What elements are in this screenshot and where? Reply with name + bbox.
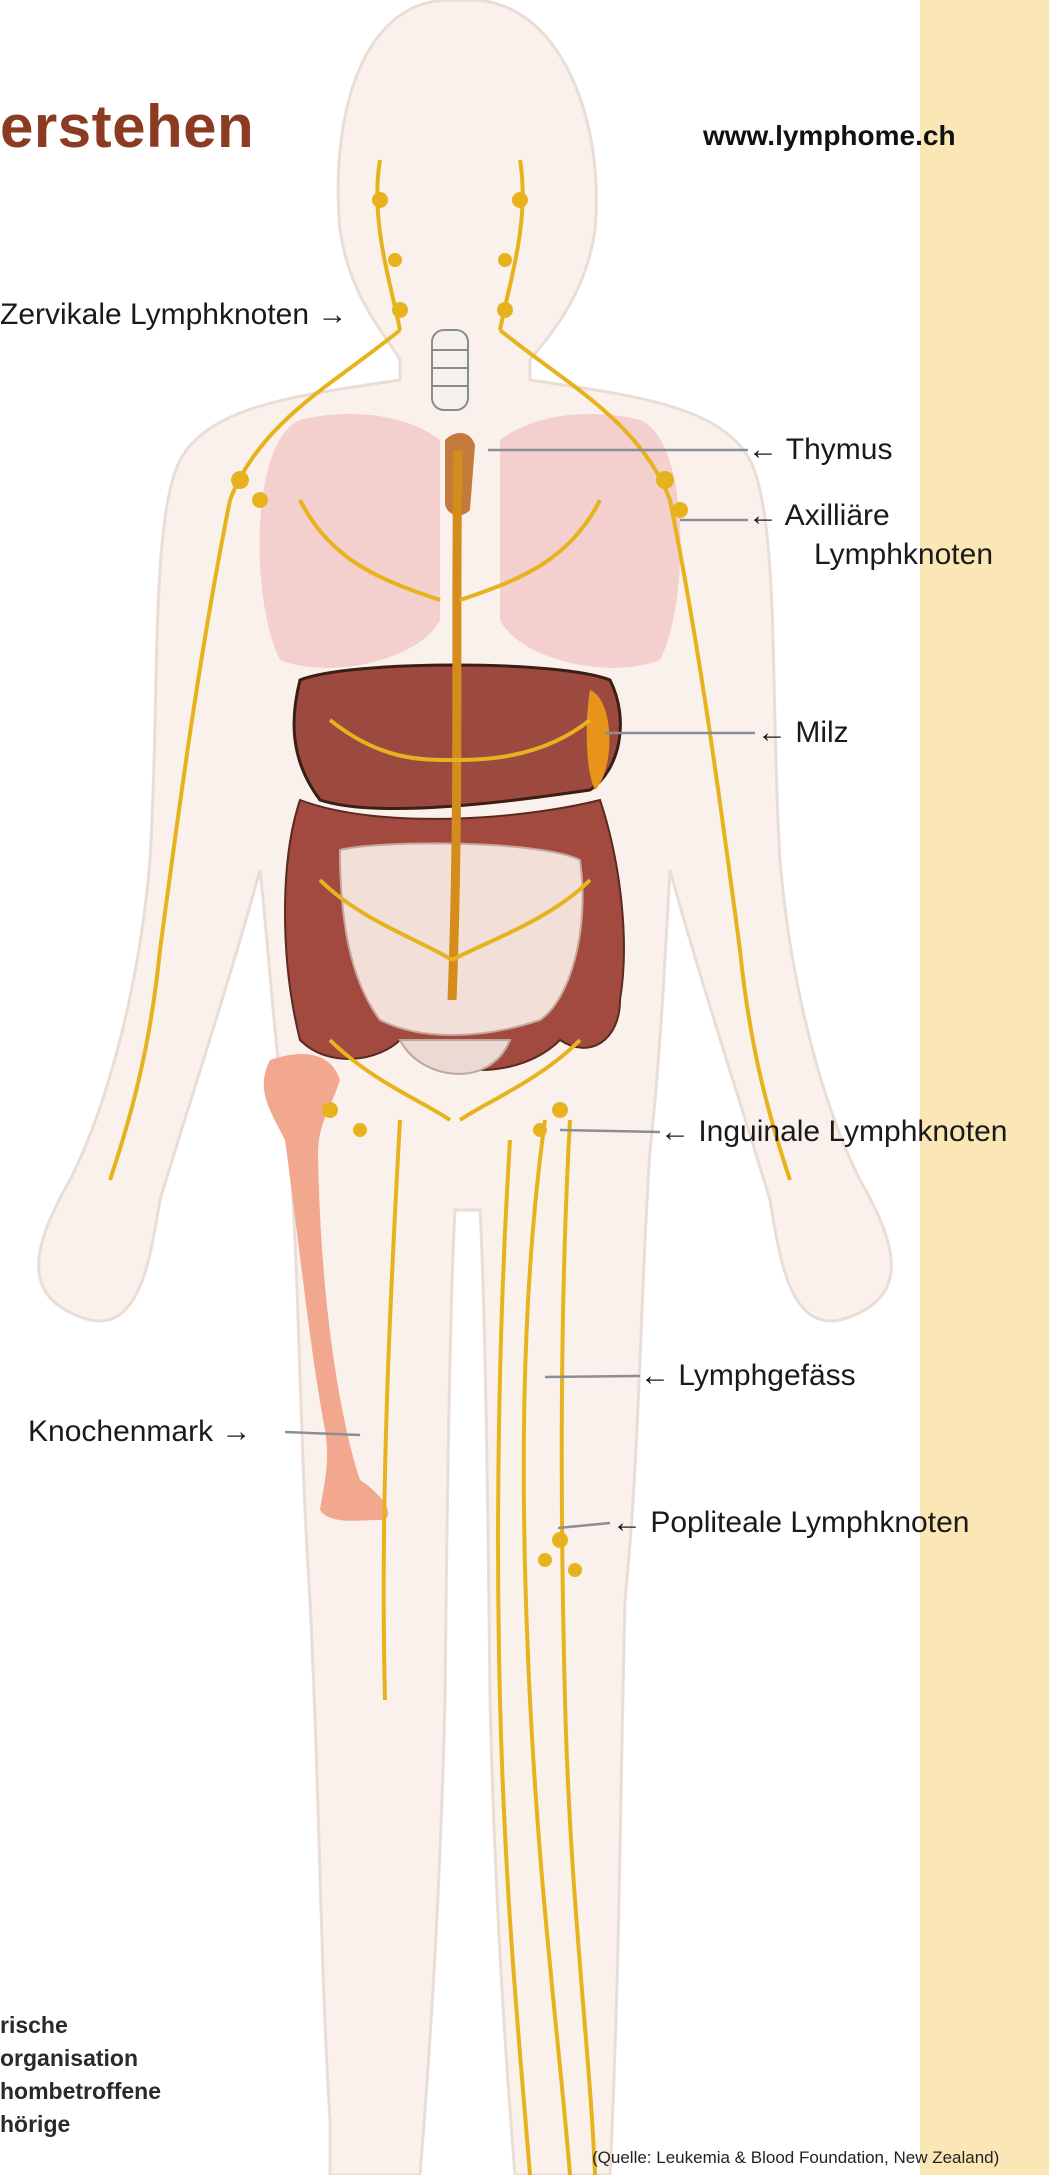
label-lymphgefaess: ← Lymphgefäss: [640, 1358, 856, 1394]
trachea: [432, 330, 468, 410]
page-title: erstehen: [0, 92, 254, 161]
label-knochenmark: Knochenmark →: [28, 1414, 251, 1450]
label-zervikale-lymphknoten: Zervikale Lymphknoten →: [0, 297, 347, 333]
label-axillaere: ← Axilliäre: [748, 498, 890, 534]
org-line-4: hörige: [0, 2109, 70, 2139]
website-url[interactable]: www.lymphome.ch: [703, 120, 956, 152]
org-line-2: organisation: [0, 2043, 138, 2073]
thoracic-duct: [452, 450, 458, 1000]
label-inguinale-lymphknoten: ← Inguinale Lymphknoten: [660, 1114, 1007, 1150]
org-line-3: hombetroffene: [0, 2076, 161, 2106]
image-source-credit: (Quelle: Leukemia & Blood Foundation, Ne…: [592, 2148, 999, 2168]
org-line-1: rische: [0, 2010, 68, 2040]
label-popliteale-lymphknoten: ← Popliteale Lymphknoten: [612, 1505, 969, 1541]
label-milz: ← Milz: [757, 715, 849, 751]
label-thymus: ← Thymus: [748, 432, 892, 468]
label-axillaere-lymphknoten: Lymphknoten: [814, 537, 993, 573]
